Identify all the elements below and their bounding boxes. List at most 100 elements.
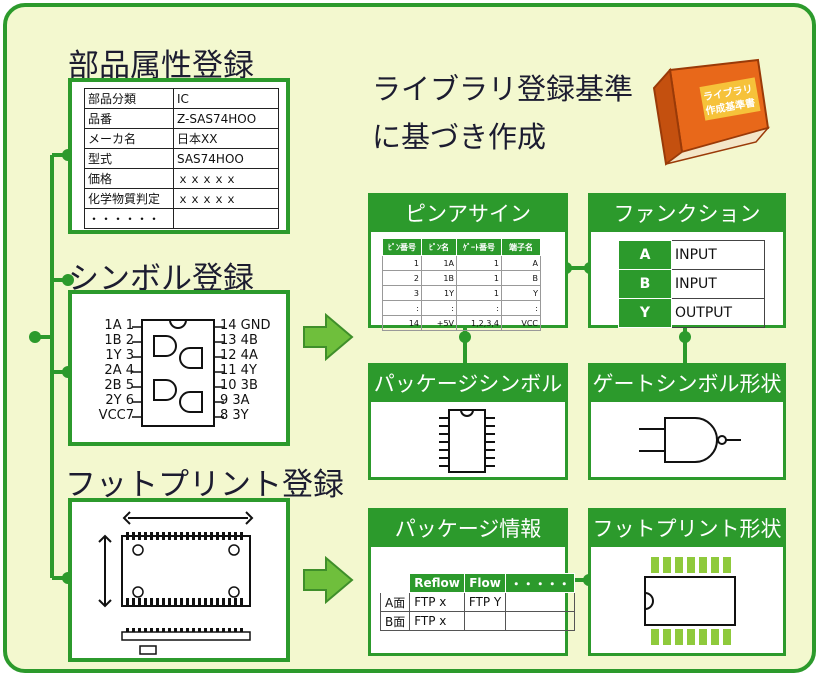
book-icon: ライブラリ 作成基準書 bbox=[652, 58, 771, 166]
footprint-pad bbox=[138, 532, 141, 540]
footprint-pad bbox=[204, 532, 207, 540]
footprint-side-lead bbox=[138, 628, 141, 632]
attr-value: SAS74HOO bbox=[173, 148, 279, 169]
footprint-shape-pad bbox=[687, 557, 695, 573]
pin-assign-header: ﾋﾟﾝ番号 bbox=[382, 238, 422, 256]
pin-assign-cell: : bbox=[421, 300, 457, 316]
footprint-pad bbox=[222, 532, 225, 540]
footprint-side-lead bbox=[150, 628, 153, 632]
footprint-pad bbox=[210, 532, 213, 540]
pin-assign-cell: 1,2,3,4 bbox=[456, 315, 502, 331]
attr-value: IC bbox=[173, 88, 279, 109]
pin-label: 11 4Y bbox=[220, 363, 257, 378]
pin-label: 2Y 6 bbox=[105, 393, 134, 408]
footprint-pad bbox=[216, 598, 219, 606]
attr-key: ・・・・・・ bbox=[84, 208, 174, 229]
footprint-shape-pad bbox=[651, 629, 659, 645]
pin-assign-cell: B bbox=[501, 270, 541, 286]
node-bus bbox=[29, 331, 41, 343]
footprint-pad bbox=[180, 532, 183, 540]
gate-symbol-title: ゲートシンボル形状 bbox=[591, 366, 783, 402]
footprint-side-lead bbox=[216, 628, 219, 632]
footprint-side-lead bbox=[186, 628, 189, 632]
heading-footprint: フットプリント登録 bbox=[65, 467, 344, 503]
footprint-side-lead bbox=[240, 628, 243, 632]
package-info-cell: A面 bbox=[379, 592, 411, 612]
function-direction: INPUT bbox=[671, 240, 765, 270]
pin-assign-header: ﾋﾟﾝ名 bbox=[421, 238, 457, 256]
attr-value: ｘｘｘｘｘ bbox=[173, 168, 279, 189]
pin-label: 10 3B bbox=[220, 378, 258, 393]
footprint-pad bbox=[174, 598, 177, 606]
footprint-pad bbox=[186, 598, 189, 606]
footprint-side-lead bbox=[144, 628, 147, 632]
pin-assign-cell: 1 bbox=[456, 270, 502, 286]
footprint-box bbox=[68, 498, 290, 662]
package-info-header bbox=[379, 573, 411, 593]
footprint-shape-graphic bbox=[644, 557, 736, 645]
footprint-side-lead bbox=[162, 628, 165, 632]
pin-assign-cell: 1Y bbox=[421, 285, 457, 301]
package-info-cell: FTP x bbox=[409, 592, 465, 612]
pin-assign-cell: 2 bbox=[382, 270, 422, 286]
footprint-pad bbox=[174, 532, 177, 540]
pin-label: 12 4A bbox=[220, 348, 258, 363]
footprint-pad bbox=[180, 598, 183, 606]
footprint-side-lead bbox=[204, 628, 207, 632]
footprint-pad bbox=[216, 532, 219, 540]
footprint-side-lead bbox=[174, 628, 177, 632]
panel-gate-symbol: ゲートシンボル形状 bbox=[588, 363, 786, 480]
footprint-pad bbox=[240, 598, 243, 606]
footprint-pad bbox=[144, 598, 147, 606]
attr-value bbox=[173, 208, 279, 229]
nand-gate-graphic bbox=[639, 417, 741, 463]
footprint-pad bbox=[162, 532, 165, 540]
footprint-side-lead bbox=[156, 628, 159, 632]
footprint-side-lead bbox=[210, 628, 213, 632]
function-terminal: B bbox=[618, 269, 672, 299]
footprint-side-lead bbox=[180, 628, 183, 632]
footprint-pad bbox=[126, 532, 129, 540]
footprint-pad bbox=[156, 532, 159, 540]
function-direction: OUTPUT bbox=[671, 298, 765, 328]
pin-label: 2A 4 bbox=[104, 363, 134, 378]
pin-assign-header: 端子名 bbox=[501, 238, 541, 256]
pin-assign-cell: : bbox=[501, 300, 541, 316]
pin-assign-cell: : bbox=[456, 300, 502, 316]
pin-label: 1A 1 bbox=[104, 318, 134, 333]
pin-assign-cell: 3 bbox=[382, 285, 422, 301]
footprint-side-lead bbox=[192, 628, 195, 632]
footprint-pad bbox=[132, 532, 135, 540]
footprint-pad bbox=[138, 598, 141, 606]
footprint-pad bbox=[156, 598, 159, 606]
package-info-cell bbox=[505, 611, 576, 631]
footprint-pad bbox=[234, 532, 237, 540]
footprint-pad bbox=[228, 598, 231, 606]
function-terminal: Y bbox=[618, 298, 672, 328]
package-info-cell bbox=[505, 592, 576, 612]
package-info-header: Reflow bbox=[409, 573, 465, 593]
attr-value: Z-SAS74HOO bbox=[173, 108, 279, 129]
footprint-pad bbox=[234, 598, 237, 606]
package-info-cell: FTP Y bbox=[463, 592, 507, 612]
footprint-pad bbox=[210, 598, 213, 606]
footprint-pad bbox=[240, 532, 243, 540]
footprint-side-lead bbox=[228, 628, 231, 632]
pin-label: VCC7 bbox=[98, 408, 134, 423]
footprint-shape-pad bbox=[687, 629, 695, 645]
pin-assign-cell: Y bbox=[501, 285, 541, 301]
pin-label: 2B 5 bbox=[104, 378, 134, 393]
